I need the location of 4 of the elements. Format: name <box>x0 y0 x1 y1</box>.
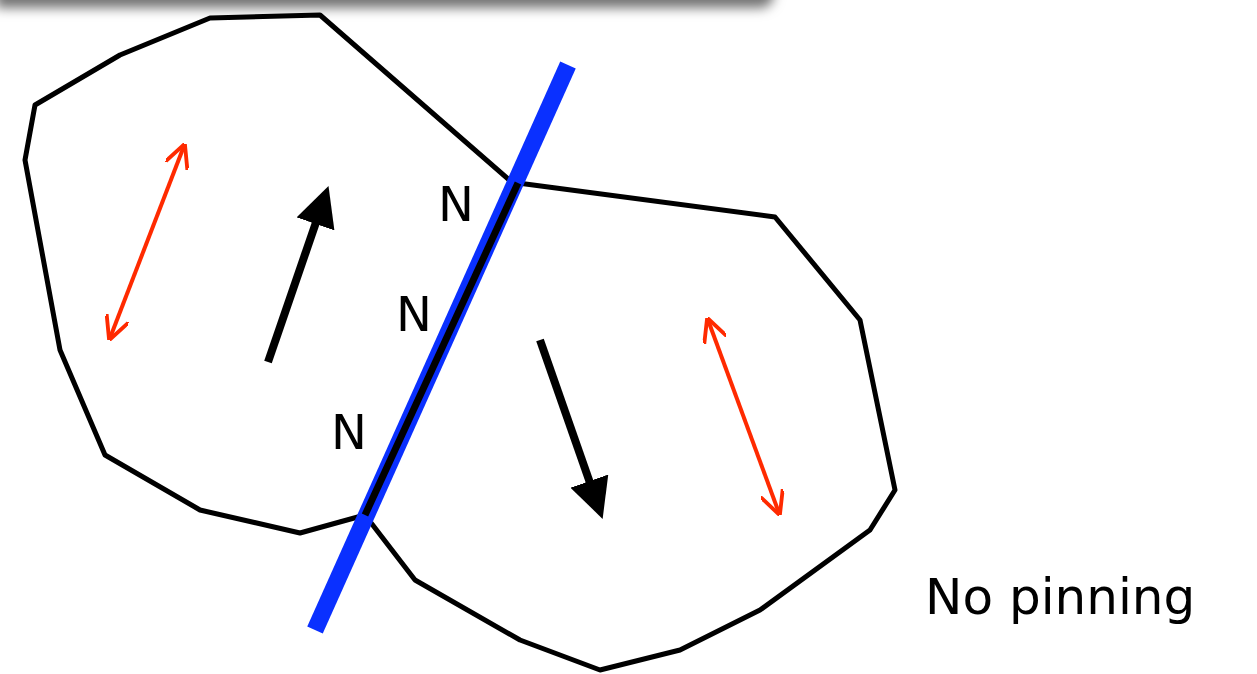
pole-label: N <box>396 290 432 338</box>
pole-label: N <box>438 180 474 228</box>
pole-label: N <box>331 408 367 456</box>
caption-text: No pinning <box>925 572 1196 622</box>
